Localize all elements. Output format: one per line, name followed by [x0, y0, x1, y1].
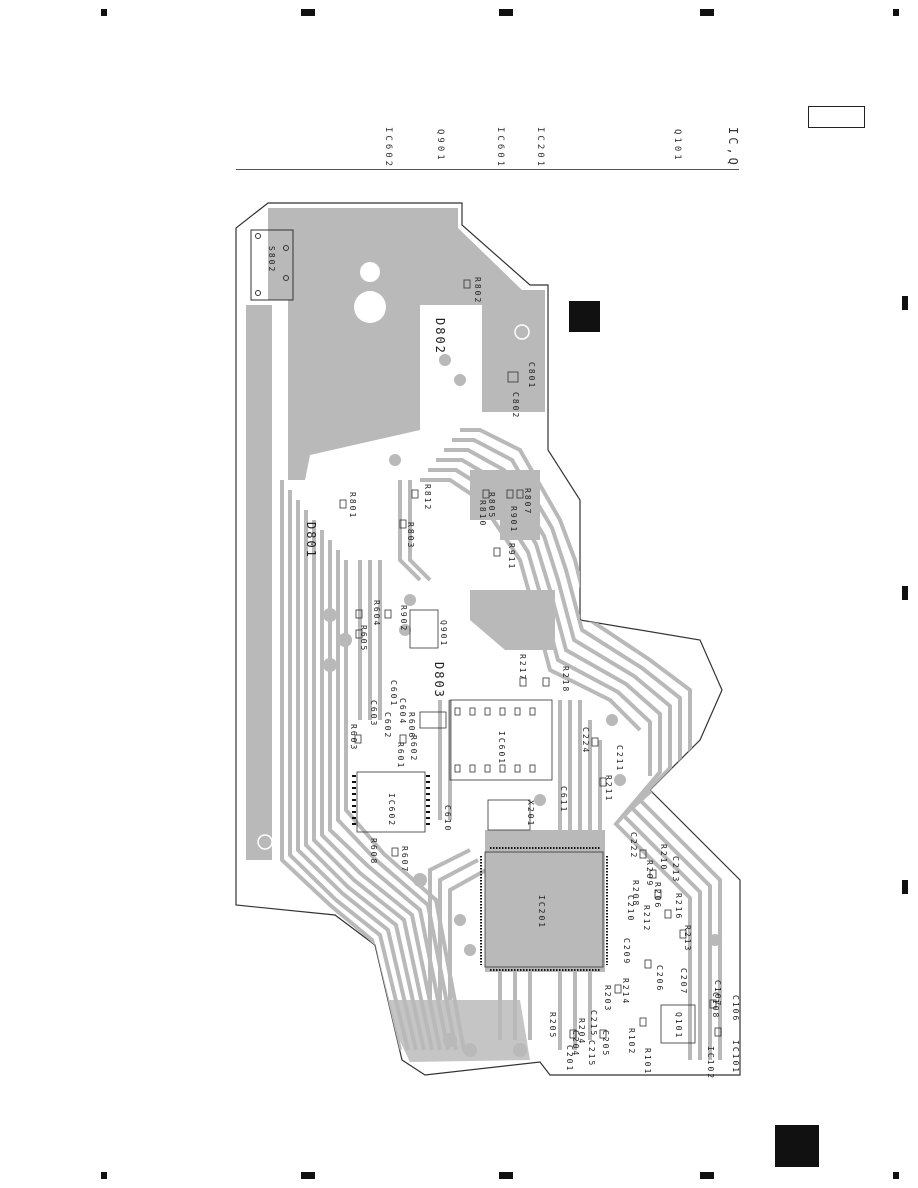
- label-c208: C207: [679, 968, 688, 996]
- label-c204: C201: [565, 1045, 574, 1073]
- label-r607: R607: [400, 846, 409, 874]
- label-r902: R902: [399, 605, 408, 633]
- label-q901: Q901: [439, 620, 448, 648]
- registration-mark: [499, 9, 513, 16]
- label-r206: R206: [653, 882, 662, 910]
- label-s802: S802: [267, 246, 276, 274]
- label-c210: C210: [626, 895, 635, 923]
- registration-mark: [301, 9, 315, 16]
- side-mark: [902, 880, 908, 894]
- label-c601: C601: [389, 680, 398, 708]
- label-r810: R810: [478, 500, 487, 528]
- label-ic102: IC102: [706, 1046, 715, 1081]
- side-mark: [902, 296, 908, 310]
- registration-mark: [101, 1172, 107, 1179]
- label-d803: D803: [432, 662, 446, 699]
- label-r812: R812: [423, 484, 432, 512]
- label-c108: C108: [711, 992, 720, 1020]
- label-r603: R603: [349, 724, 358, 752]
- label-r203: R205: [548, 1012, 557, 1040]
- label-r212: R212: [642, 905, 651, 933]
- label-r214: R214: [621, 978, 630, 1006]
- label-c207: C206: [655, 965, 664, 993]
- label-r211: R211: [604, 775, 613, 803]
- registration-mark: [700, 1172, 714, 1179]
- label-d801: D801: [304, 522, 318, 559]
- header-divider: [236, 169, 739, 170]
- registration-mark: [893, 1172, 899, 1179]
- label-c211: C211: [615, 745, 624, 773]
- label-q101: Q101: [674, 1012, 683, 1040]
- label-c801: C801: [527, 362, 536, 390]
- label-r213: R213: [683, 925, 692, 953]
- label-ic201: IC201: [537, 895, 546, 930]
- label-r218: R218: [561, 666, 570, 694]
- label-c602: C602: [383, 712, 392, 740]
- label-ic601: IC601: [497, 731, 506, 766]
- label-c222: C222: [629, 832, 638, 860]
- label-r604: R604: [372, 600, 381, 628]
- label-c611: C611: [559, 786, 568, 814]
- label-ic101: IC101: [731, 1040, 740, 1075]
- label-c205: C205: [601, 1030, 610, 1058]
- label-c201: C215: [587, 1040, 596, 1068]
- registration-mark: [700, 9, 714, 16]
- label-r217: R217: [518, 654, 527, 682]
- label-r601: R601: [396, 742, 405, 770]
- label-r101: R101: [643, 1048, 652, 1076]
- label-c213: C213: [671, 856, 680, 884]
- label-x201: X201: [526, 800, 535, 828]
- label-r805: R805: [487, 492, 496, 520]
- label-c224: C224: [581, 727, 590, 755]
- registration-mark: [499, 1172, 513, 1179]
- label-c603: C603: [369, 700, 378, 728]
- label-c610: C610: [443, 805, 452, 833]
- label-c106: C106: [731, 995, 740, 1023]
- label-r807: R807: [523, 488, 532, 516]
- label-r901: R901: [509, 506, 518, 534]
- label-r801: R801: [348, 492, 357, 520]
- label-c206: R203: [603, 985, 612, 1013]
- label-c802: C802: [511, 392, 520, 420]
- label-r911: R911: [507, 543, 516, 571]
- label-r102: R102: [627, 1028, 636, 1056]
- registration-mark: [301, 1172, 315, 1179]
- label-r605: R605: [359, 625, 368, 653]
- label-c215: C215: [589, 1010, 598, 1038]
- page-corner-block: [775, 1125, 819, 1167]
- label-r803: R803: [406, 522, 415, 550]
- label-r210: R210: [659, 844, 668, 872]
- label-r602: R602: [409, 735, 418, 763]
- registration-mark: [893, 9, 899, 16]
- label-r216: R216: [674, 893, 683, 921]
- label-r802: R802: [473, 277, 482, 305]
- label-c209: C209: [622, 938, 631, 966]
- label-r608: R608: [369, 838, 378, 866]
- page-tab: [808, 106, 865, 128]
- label-d802: D802: [433, 318, 447, 355]
- side-mark: [902, 586, 908, 600]
- label-c604: C604: [398, 698, 407, 726]
- label-ic602: IC602: [387, 793, 396, 828]
- registration-mark: [101, 9, 107, 16]
